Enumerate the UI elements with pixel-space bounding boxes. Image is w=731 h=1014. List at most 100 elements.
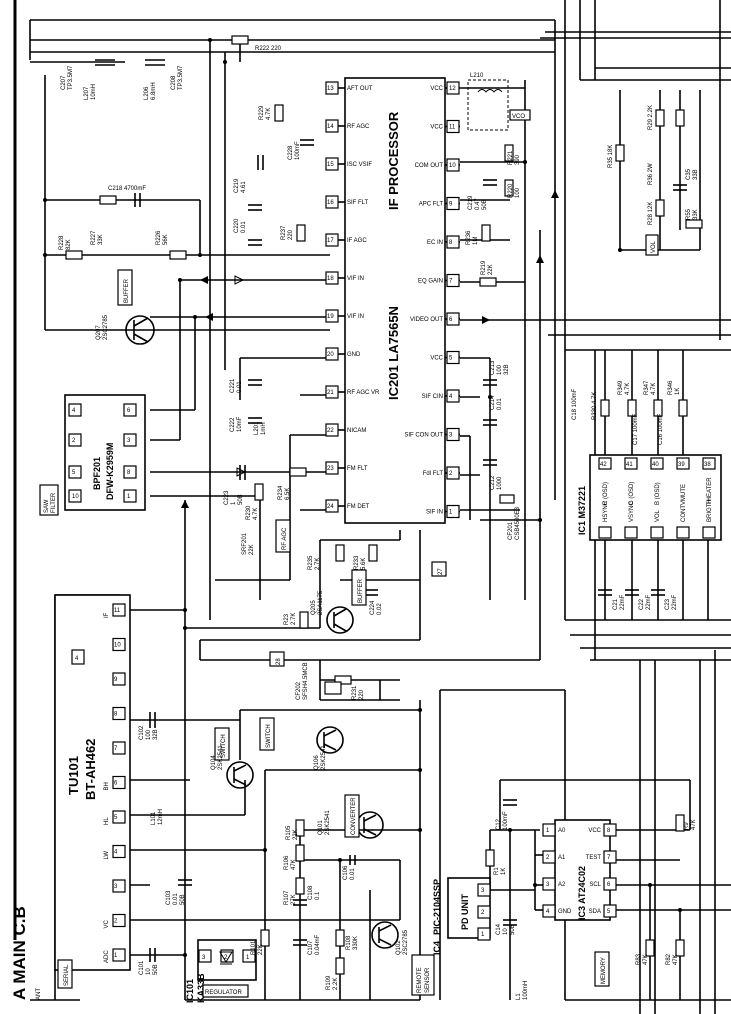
component-label: 4.7K [651,383,657,395]
pin-name: VMUTE [681,484,687,505]
ic1-pin-hsync: HSYNC [598,500,612,539]
component-label: R101 [251,940,257,955]
component-label: 22mF [620,594,626,610]
transistor-q102 [371,921,399,949]
ic4-pins: 321 [477,883,491,941]
ic1-label: IC1 M37221 [577,486,587,535]
component-label: R229 [259,105,265,120]
regulator-pin-3: 3 [198,949,212,963]
transistor-q101 [356,811,384,839]
component-label: R227 [91,230,97,245]
component-label: TP3.5M7 [68,65,74,90]
component-label: C108 [308,885,314,900]
pin-number: 1 [449,510,453,516]
pin-name: AFT OUT [347,86,373,92]
label-r36: R36 2W [648,163,654,185]
component-label: 1K [501,868,507,875]
signal-arrows [181,190,559,508]
pin-number: 2 [481,910,485,916]
pin-number: 8 [449,240,453,246]
component-label: R349 [618,380,624,395]
pin-number: 39 [678,462,685,468]
pin-name: BH [104,782,110,790]
component-label: SFSH4.5MCB [303,662,309,700]
tu101-pin-10: 10 [112,637,126,652]
component-label: 10mF [237,416,243,432]
component-label: R9 [684,822,690,830]
bpf201-pin-1: 1 [123,489,137,503]
pin-number: 1 [114,953,118,959]
component-label: 2.7K [315,558,321,570]
pin-name: VCC [588,828,601,834]
component-label: 50B [180,894,186,905]
pin-name: FM DET [347,504,370,510]
ic201-pin-8: 8EC IN [427,235,460,249]
component-label: C219 [468,195,474,210]
ic101-label: IC101 [185,979,195,1003]
component-label: C208 [171,75,177,90]
component-label: 4.7K [253,508,259,520]
pin-number: 13 [327,86,334,92]
pin-number: 2 [224,955,228,961]
component-label: C221 [230,378,236,393]
component-label: 50B [510,924,516,935]
bpf201-pin-2: 2 [68,433,82,447]
component-label: C17 100mF [633,413,639,445]
pin-number: 41 [626,462,633,468]
ic4-unit: PD UNIT [460,893,470,930]
ic201-pin-7: 7EQ GAIN [418,273,460,288]
tag-vol: VOL [645,234,659,256]
component-label: 1 [231,501,237,505]
pin-number: 2 [114,919,118,925]
vco-tag [509,109,531,121]
component-label: 100 [515,187,521,198]
pin-number: 14 [327,124,334,130]
pin-number: 9 [449,202,453,208]
regulator-symbol [219,951,233,965]
svg-text:SERIAL: SERIAL [64,964,70,986]
component-label: C207 [61,75,67,90]
component-label: C18 100mF [572,388,578,420]
ic201-label: IC201 LA7565N [386,306,401,400]
component-label: 0.04mF [315,934,321,955]
pin-name: A1 [558,855,566,861]
component-label: 100 [497,364,503,375]
component-label: 4.7K [266,108,272,120]
component-label: 2SK2541 [325,810,331,835]
svg-text:BUFFER: BUFFER [124,278,130,303]
bpf201-pin-10: 10 [68,489,82,503]
pin-name: IF [104,612,110,618]
tag-converter: CONVERTER [344,794,360,838]
tag-n4: 4 [71,649,85,665]
tu101-model: BT-AH462 [83,739,98,800]
ic1-pins: 42R (OSD)41G (OSD)40B (OSD)39VMUTE38THEA… [598,457,716,539]
component-label: R220 [508,183,514,198]
pin-number: 8 [127,470,131,476]
pin-number: 18 [327,276,334,282]
pin-number: 19 [327,314,334,320]
pin-number: 9 [114,677,118,683]
component-label: 220 [288,229,294,240]
